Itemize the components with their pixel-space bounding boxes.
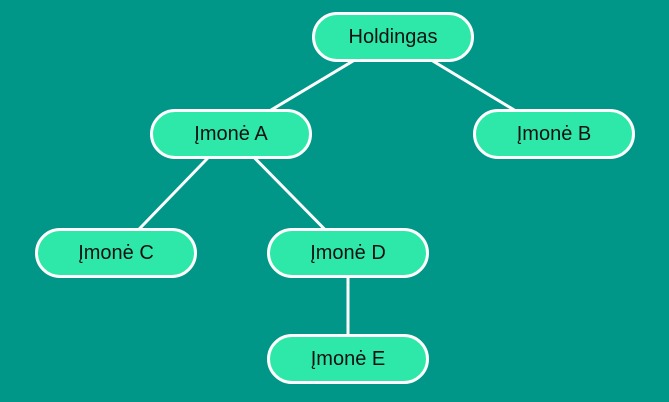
node-label: Holdingas [348, 25, 438, 48]
node-label: Įmonė D [310, 241, 386, 264]
node-imone-e: Įmonė E [267, 334, 429, 384]
node-holdingas: Holdingas [312, 12, 474, 62]
node-label: Įmonė E [310, 347, 386, 370]
node-imone-a: Įmonė A [150, 109, 312, 159]
node-label: Įmonė C [78, 241, 154, 264]
node-imone-b: Įmonė B [473, 109, 635, 159]
node-imone-d: Įmonė D [267, 228, 429, 278]
node-label: Įmonė B [516, 122, 592, 145]
node-label: Įmonė A [194, 122, 268, 145]
node-imone-c: Įmonė C [35, 228, 197, 278]
